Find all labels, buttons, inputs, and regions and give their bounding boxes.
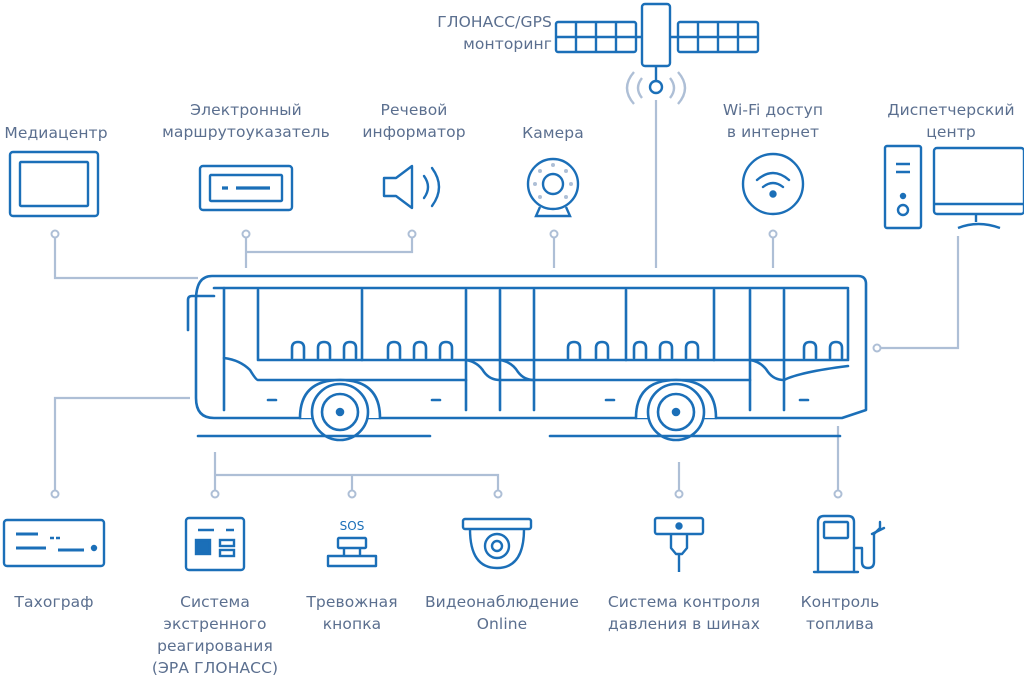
label-voice-informer: Речевой информатор: [362, 101, 466, 141]
emergency-panel-icon: [184, 516, 246, 572]
camera-icon: [526, 157, 580, 218]
fuel-pump-icon: [812, 514, 886, 574]
label-video-surveillance: Видеонаблюдение Online: [424, 593, 580, 633]
tachograph-icon: [2, 518, 106, 568]
label-gps-monitoring: ГЛОНАСС/GPS монторинг: [437, 13, 552, 53]
tire-sensor-icon: [653, 516, 705, 572]
route-display-icon: [198, 164, 294, 212]
computer-icon: [883, 144, 1024, 230]
label-fuel-control: Контроль топлива: [800, 593, 880, 633]
label-tachograph: Тахограф: [14, 593, 94, 611]
satellite-icon: [554, 2, 760, 105]
dome-camera-icon: [461, 517, 533, 570]
label-tire-pressure: Система контроля давления в шинах: [607, 593, 761, 633]
speaker-icon: [382, 164, 441, 210]
bus-illustration: [186, 274, 868, 442]
label-camera: Камера: [522, 124, 584, 142]
connector-lines: [53, 100, 960, 492]
connector-dots: [50, 229, 882, 499]
alarm-button-icon: [326, 536, 378, 568]
label-wifi-access: Wi-Fi доступ в интернет: [722, 101, 824, 141]
label-media-center: Медиацентр: [4, 124, 108, 142]
monitor-icon: [8, 150, 100, 218]
label-alarm-button: Тревожная кнопка: [306, 593, 398, 633]
label-route-display: Электронный маршрутоуказатель: [162, 101, 330, 141]
sos-badge: SOS: [340, 519, 365, 533]
label-dispatch-center: Диспетчерский центр: [887, 101, 1015, 141]
label-era-glonass: Система экстренного реагирования (ЭРА ГЛ…: [151, 593, 279, 677]
wifi-icon: [741, 152, 805, 216]
